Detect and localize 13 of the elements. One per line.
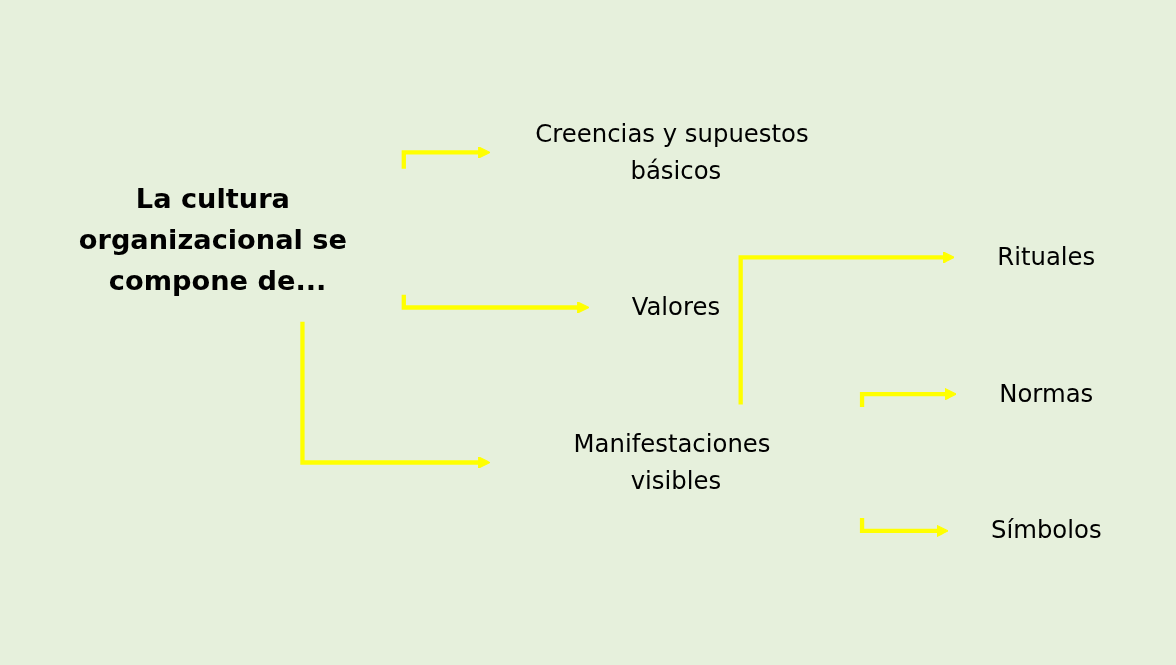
node-text: Rituales (997, 241, 1096, 271)
arrow (401, 146, 491, 169)
arrow (859, 387, 957, 407)
node-text: Valores (631, 292, 721, 321)
arrow (859, 518, 949, 538)
arrow (300, 321, 491, 469)
node-text: Manifestaciones visibles (573, 428, 771, 494)
arrow (401, 294, 590, 314)
node-text: Símbolos (990, 515, 1102, 545)
arrow (738, 251, 955, 405)
node-text: La cultura organizacional se compone de... (78, 182, 347, 296)
node-text: Creencias y supuestos básicos (535, 118, 809, 184)
node-text: Normas (999, 378, 1094, 408)
